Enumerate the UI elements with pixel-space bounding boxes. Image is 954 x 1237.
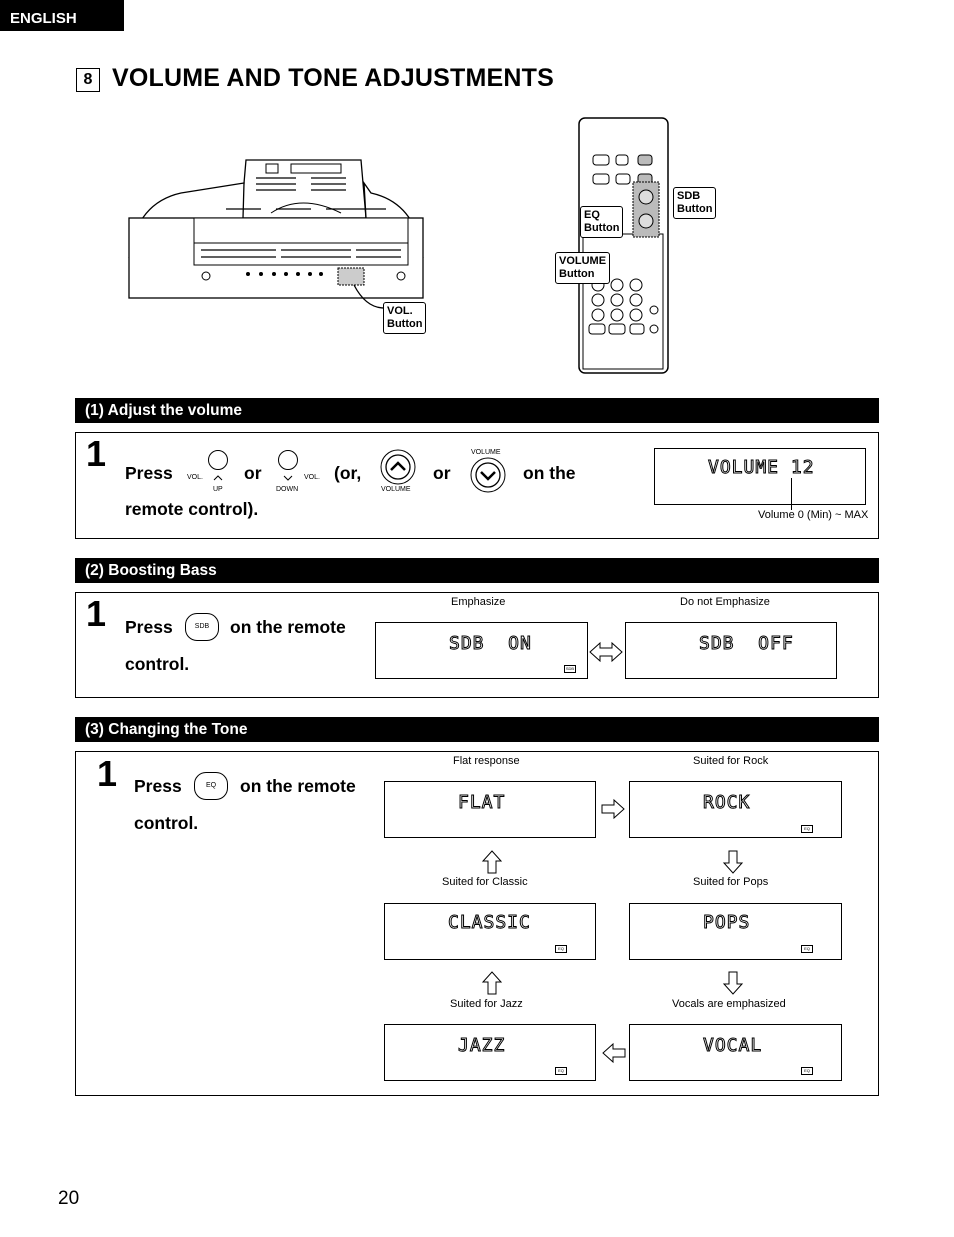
volume-section-heading: (1) Adjust the volume	[75, 398, 879, 423]
section-number: 8	[76, 68, 100, 92]
bass-rest-2: control.	[125, 654, 190, 674]
bass-rest-1: on the remote	[230, 617, 346, 637]
rock-eq-badge: EQ	[801, 825, 813, 833]
arrow-down-icon	[722, 850, 744, 874]
tone-rest-2: control.	[134, 813, 199, 833]
bass-press-text: Press	[125, 617, 173, 637]
pops-display-text: POPS	[702, 912, 751, 934]
double-arrow-icon	[589, 641, 623, 663]
classic-eq-badge: EQ	[555, 945, 567, 953]
caption-classic: Suited for Classic	[442, 876, 528, 888]
section-title: VOLUME AND TONE ADJUSTMENTS	[112, 64, 554, 92]
caption-rock: Suited for Rock	[693, 755, 769, 767]
main-unit-illustration	[128, 159, 424, 309]
vol-right-label: VOL.	[304, 474, 320, 481]
sdb-on-badge: SDB	[564, 665, 576, 673]
volume-step-number: 1	[86, 433, 107, 474]
volume-pointer-line	[791, 478, 792, 510]
vocal-eq-badge: EQ	[801, 1067, 813, 1075]
tone-press-text: Press	[134, 776, 182, 796]
language-tab: ENGLISH	[0, 0, 124, 31]
pops-display: POPS EQ	[629, 903, 842, 960]
page-number: 20	[58, 1188, 80, 1209]
emphasize-label: Emphasize	[451, 596, 506, 608]
remote-control-illustration	[578, 117, 669, 374]
volume-up-remote-icon	[380, 449, 416, 485]
classic-display-text: CLASSIC	[448, 912, 531, 934]
volume-down-remote-label: VOLUME	[471, 449, 501, 456]
eq-button-icon: EQ	[194, 772, 228, 800]
volume-or-3: or	[433, 463, 451, 483]
caption-jazz: Suited for Jazz	[450, 998, 523, 1010]
rock-display: ROCK EQ	[629, 781, 842, 838]
vol-button-callout: VOL.Button	[383, 302, 427, 334]
tone-section-heading: (3) Changing the Tone	[75, 717, 879, 742]
sdb-on-display: SDB ON SDB	[375, 622, 588, 679]
tone-step-box	[75, 751, 879, 1096]
sdb-off-display: SDB OFF	[625, 622, 837, 679]
classic-display: CLASSIC EQ	[384, 903, 596, 960]
volume-press-text: Press	[125, 463, 173, 483]
sdb-on-display-text: SDB ON	[449, 633, 532, 655]
vol-down-icon	[278, 450, 298, 481]
caption-vocal: Vocals are emphasized	[672, 998, 786, 1010]
caption-pops: Suited for Pops	[693, 876, 769, 888]
arrow-up-icon	[481, 850, 503, 874]
tone-rest-1: on the remote	[240, 776, 356, 796]
volume-remote-control-text: remote control).	[125, 499, 259, 519]
vol-up-icon	[208, 450, 228, 481]
caption-flat: Flat response	[453, 755, 520, 767]
arrow-left-icon	[602, 1042, 626, 1064]
volume-or-2: (or,	[334, 463, 362, 483]
vol-down-label: DOWN	[276, 486, 299, 493]
flat-display: FLAT	[384, 781, 596, 838]
volume-range-note: Volume 0 (Min) ~ MAX	[758, 509, 869, 521]
vol-up-label: UP	[213, 486, 223, 493]
volume-display-text: VOLUME 12	[708, 457, 815, 479]
vol-left-label: VOL.	[187, 474, 203, 481]
jazz-eq-badge: EQ	[555, 1067, 567, 1075]
sdb-button-icon: SDB	[185, 613, 219, 641]
vocal-display-text: VOCAL	[702, 1035, 763, 1057]
vocal-display: VOCAL EQ	[629, 1024, 842, 1081]
volume-display: VOLUME 12	[654, 448, 866, 505]
pops-eq-badge: EQ	[801, 945, 813, 953]
volume-step-box	[75, 432, 879, 539]
volume-or-1: or	[244, 463, 262, 483]
jazz-display: JAZZ EQ	[384, 1024, 596, 1081]
volume-on-the: on the	[523, 463, 576, 483]
arrow-right-icon	[601, 798, 625, 820]
rock-display-text: ROCK	[702, 792, 751, 814]
tone-step-number: 1	[97, 753, 118, 794]
arrow-up-icon	[481, 971, 503, 995]
no-emphasize-label: Do not Emphasize	[680, 596, 770, 608]
bass-section-heading: (2) Boosting Bass	[75, 558, 879, 583]
bass-step-number: 1	[86, 593, 107, 634]
bass-step-box	[75, 592, 879, 698]
volume-down-remote-icon	[470, 457, 506, 493]
volume-up-remote-label: VOLUME	[381, 486, 411, 493]
arrow-down-icon	[722, 971, 744, 995]
sdb-off-display-text: SDB OFF	[699, 633, 794, 655]
flat-display-text: FLAT	[457, 792, 506, 814]
jazz-display-text: JAZZ	[457, 1035, 506, 1057]
